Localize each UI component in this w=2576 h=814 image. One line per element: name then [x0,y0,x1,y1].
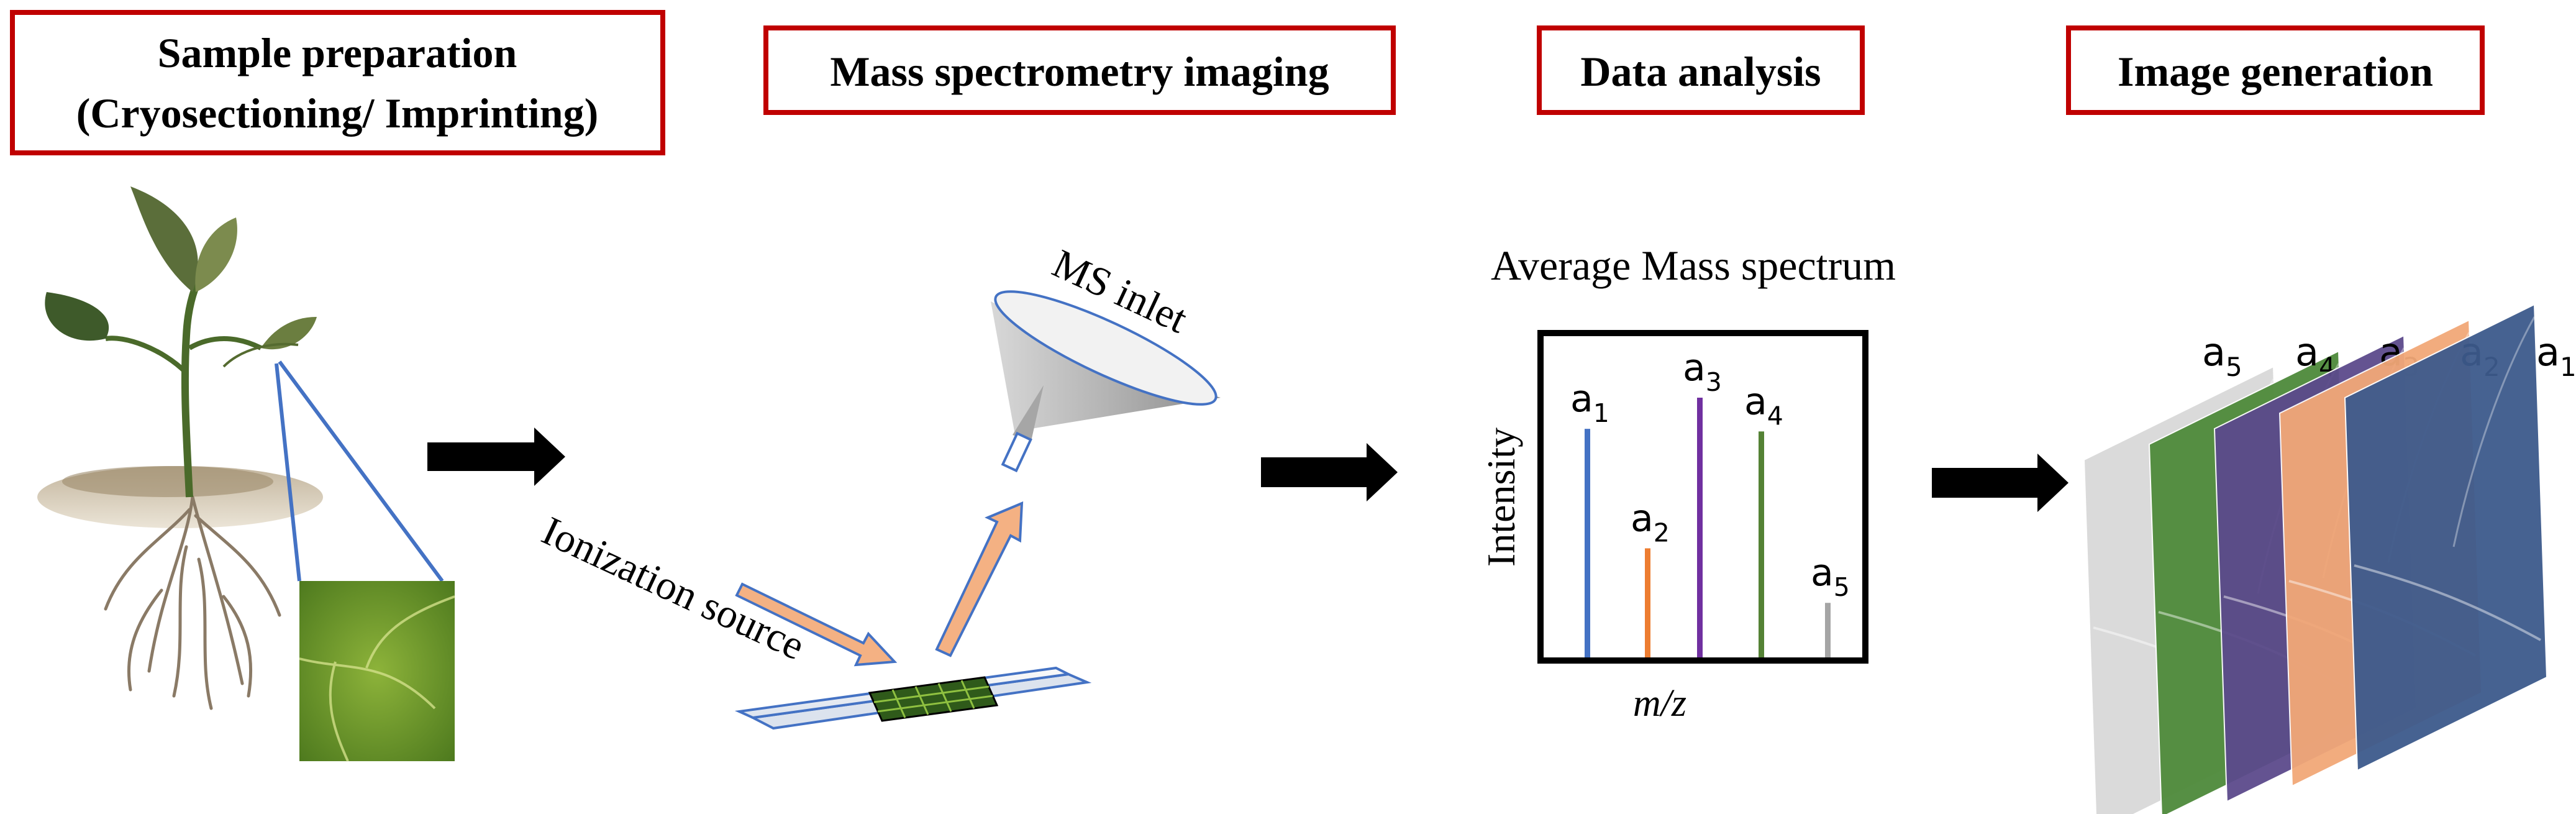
spectrum-frame [1537,330,1868,664]
peak-a3 [1697,398,1703,657]
step-box-sample-preparation: Sample preparation (Cryosectioning/ Impr… [10,10,665,155]
peak-a1 [1585,429,1590,657]
leaf-zoom [275,360,455,762]
step-title: Image generation [2118,48,2433,95]
ionization-source-label: Ionization source [535,508,811,669]
peak-a4 [1759,431,1764,657]
tissue-grid [868,676,999,722]
flow-arrow-1 [427,428,565,486]
image-label-a1: a1 [2536,329,2576,382]
ion-image-a1 [2344,303,2548,772]
ion-beam-arrow-out [935,501,1024,657]
ion-beam-arrow-in [735,582,898,667]
spectrum-title: Average Mass spectrum [1491,242,1896,289]
step-box-data-analysis: Data analysis [1537,25,1865,115]
spectrum-chart: a1 a2 a3 a4 a5 [1537,330,1868,664]
spectrum-ylabel: Intensity [1479,428,1523,567]
peak-label-a4: a4 [1744,380,1783,431]
step-title-line2: (Cryosectioning/ Imprinting) [76,89,599,137]
peak-label-a2: a2 [1631,496,1670,547]
step-title: Mass spectrometry imaging [830,48,1329,95]
peak-label-a1: a1 [1570,377,1609,428]
peak-label-a5: a5 [1811,551,1850,602]
plant-illustration [37,186,323,710]
flow-arrow-2 [1261,443,1398,501]
peak-label-a3: a3 [1683,346,1722,397]
peak-a2 [1645,548,1650,657]
ion-image-stack: a5a4a3a2a1 [2083,303,2576,814]
peak-a5 [1825,603,1831,657]
step-title-line1: Sample preparation [158,29,517,76]
image-label-a5: a5 [2202,329,2242,382]
flow-arrow-3 [1932,454,2069,512]
step-title: Data analysis [1580,48,1821,95]
ms-inlet-funnel [991,290,1221,473]
step-box-image-generation: Image generation [2066,25,2485,115]
step-box-mass-spectrometry-imaging: Mass spectrometry imaging [763,25,1396,115]
spectrum-xlabel: m/z [1633,682,1686,725]
